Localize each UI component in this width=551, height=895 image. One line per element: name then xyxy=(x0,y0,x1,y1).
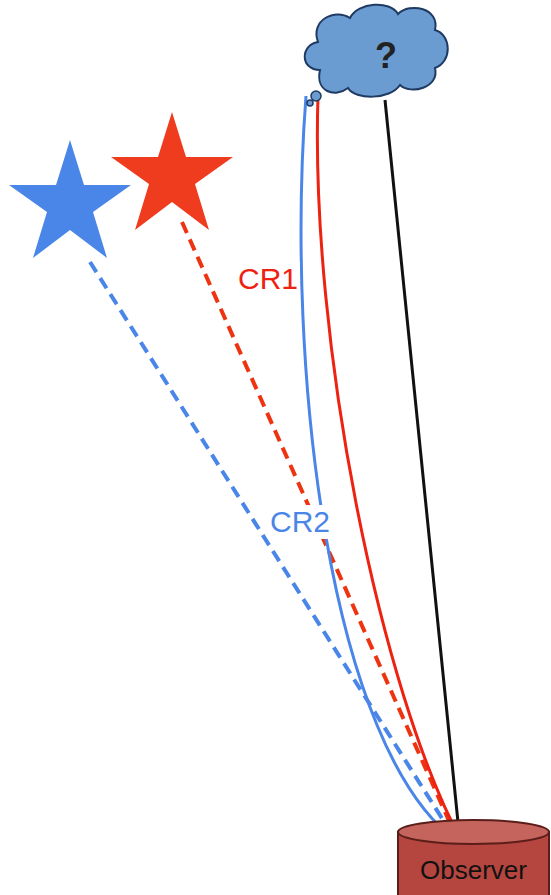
blue-light-path xyxy=(90,262,462,850)
edge-label: CR2 xyxy=(268,505,332,539)
red-light-path xyxy=(182,222,462,850)
observer-cylinder: Observer xyxy=(396,818,551,895)
cloud-node: ? xyxy=(300,0,452,108)
sight-line xyxy=(385,100,460,842)
cr2-path xyxy=(301,96,458,842)
edge-label: CR1 xyxy=(236,262,300,296)
red-star xyxy=(111,112,233,230)
cr1-path xyxy=(317,96,462,842)
node-text: ? xyxy=(375,36,397,76)
node-text: Observer xyxy=(420,856,527,885)
